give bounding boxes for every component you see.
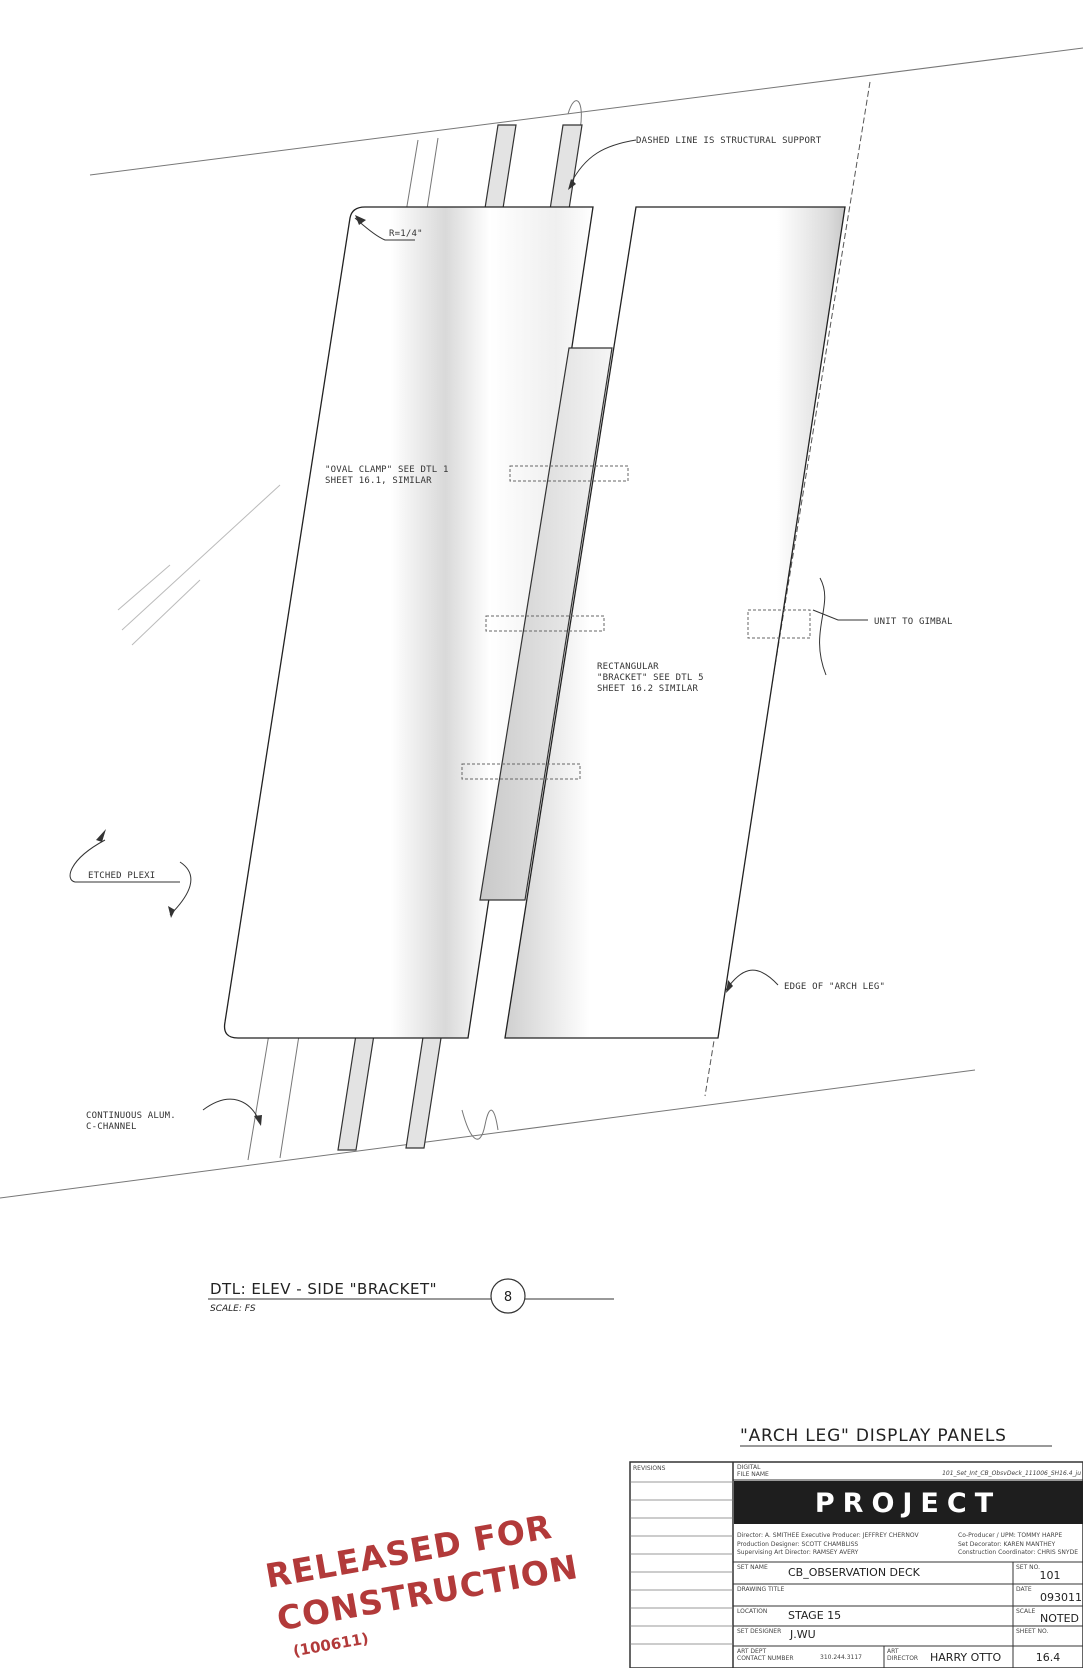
c-channel-note-line1: CONTINUOUS ALUM. [86, 1111, 176, 1121]
contact-label-1: ART DEPT [737, 1648, 766, 1655]
project-logo: PROJECT [815, 1488, 1001, 1519]
set-no: 101 [1040, 1569, 1061, 1582]
rect-bracket-note-line2: "BRACKET" SEE DTL 5 [597, 673, 704, 683]
unit-to-gimbal-note: UNIT TO GIMBAL [874, 617, 953, 627]
location: STAGE 15 [788, 1609, 841, 1622]
detail-number: 8 [504, 1290, 512, 1305]
right-panel [504, 206, 846, 1039]
credits-left-2: Production Designer: SCOTT CHAMBLISS [737, 1541, 858, 1548]
radius-note: R=1/4" [389, 229, 423, 239]
scale-label: SCALE [1016, 1608, 1035, 1615]
detail-title-block: DTL: ELEV - SIDE "BRACKET" SCALE: FS 8 [208, 1278, 614, 1314]
designer-label: SET DESIGNER [737, 1628, 781, 1635]
title-block: REVISIONS DIGITAL FILE NAME 101_Set_Int_… [629, 1461, 1083, 1668]
c-channel-note-line2: C-CHANNEL [86, 1122, 137, 1132]
digital-label-2: FILE NAME [737, 1471, 769, 1478]
revisions-label: REVISIONS [633, 1465, 666, 1472]
edge-arch-leg-note: EDGE OF "ARCH LEG" [784, 982, 885, 992]
etched-plexi-hatch [117, 484, 281, 646]
set-no-label: SET NO. [1016, 1564, 1040, 1571]
released-stamp: RELEASED FOR CONSTRUCTION (100611) [262, 1507, 581, 1660]
scale-value: NOTED [1040, 1612, 1079, 1625]
location-label: LOCATION [737, 1608, 767, 1615]
break-lines [0, 47, 1083, 1199]
set-name: CB_OBSERVATION DECK [788, 1566, 921, 1579]
rect-bracket-note-line1: RECTANGULAR [597, 662, 659, 672]
credits-right-1: Co-Producer / UPM: TOMMY HARPE [958, 1532, 1062, 1539]
art-director-label-2: DIRECTOR [887, 1655, 918, 1662]
date-label: DATE [1016, 1586, 1032, 1593]
oval-clamp-note-line1: "OVAL CLAMP" SEE DTL 1 [325, 465, 449, 475]
sheet-no: 16.4 [1036, 1651, 1061, 1664]
detail-scale: SCALE: FS [210, 1304, 256, 1314]
drawing-title-label: DRAWING TITLE [737, 1586, 785, 1593]
rectangular-bracket-block [479, 347, 613, 901]
credits-left-3: Supervising Art Director: RAMSEY AVERY [737, 1549, 859, 1556]
logo-bar [734, 1481, 1083, 1524]
designer: J.WU [789, 1628, 816, 1641]
clamp-rectangles [461, 465, 811, 780]
left-panel [223, 206, 594, 1039]
sheet-title: "ARCH LEG" DISPLAY PANELS [740, 1426, 1007, 1446]
credits-right-3: Construction Coordinator: CHRIS SNYDE [958, 1549, 1078, 1556]
digital-file-name: 101_Set_Int_CB_ObsvDeck_111006_SH16.4_ju [942, 1470, 1081, 1477]
date: 093011 [1040, 1591, 1082, 1604]
dashed-line-note: DASHED LINE IS STRUCTURAL SUPPORT [636, 136, 822, 146]
etched-plexi-note: ETCHED PLEXI [88, 871, 155, 881]
leader-arrowheads [96, 179, 733, 1126]
digital-label-1: DIGITAL [737, 1464, 761, 1471]
art-director: HARRY OTTO [930, 1651, 1001, 1664]
detail-number-bubble [490, 1278, 526, 1314]
rect-bracket-note-line3: SHEET 16.2 SIMILAR [597, 684, 699, 694]
sheet-no-label: SHEET NO. [1016, 1628, 1048, 1635]
art-director-label-1: ART [887, 1648, 899, 1655]
oval-clamp-note-line2: SHEET 16.1, SIMILAR [325, 476, 432, 486]
contact-label-2: CONTACT NUMBER [737, 1655, 794, 1662]
credits-left-1: Director: A. SMITHEE Executive Producer:… [737, 1532, 919, 1539]
contact-number: 310.244.3117 [820, 1654, 862, 1661]
detail-title: DTL: ELEV - SIDE "BRACKET" [210, 1280, 437, 1298]
credits-right-2: Set Decorator: KAREN MANTHEY [958, 1541, 1056, 1548]
set-name-label: SET NAME [737, 1564, 768, 1571]
